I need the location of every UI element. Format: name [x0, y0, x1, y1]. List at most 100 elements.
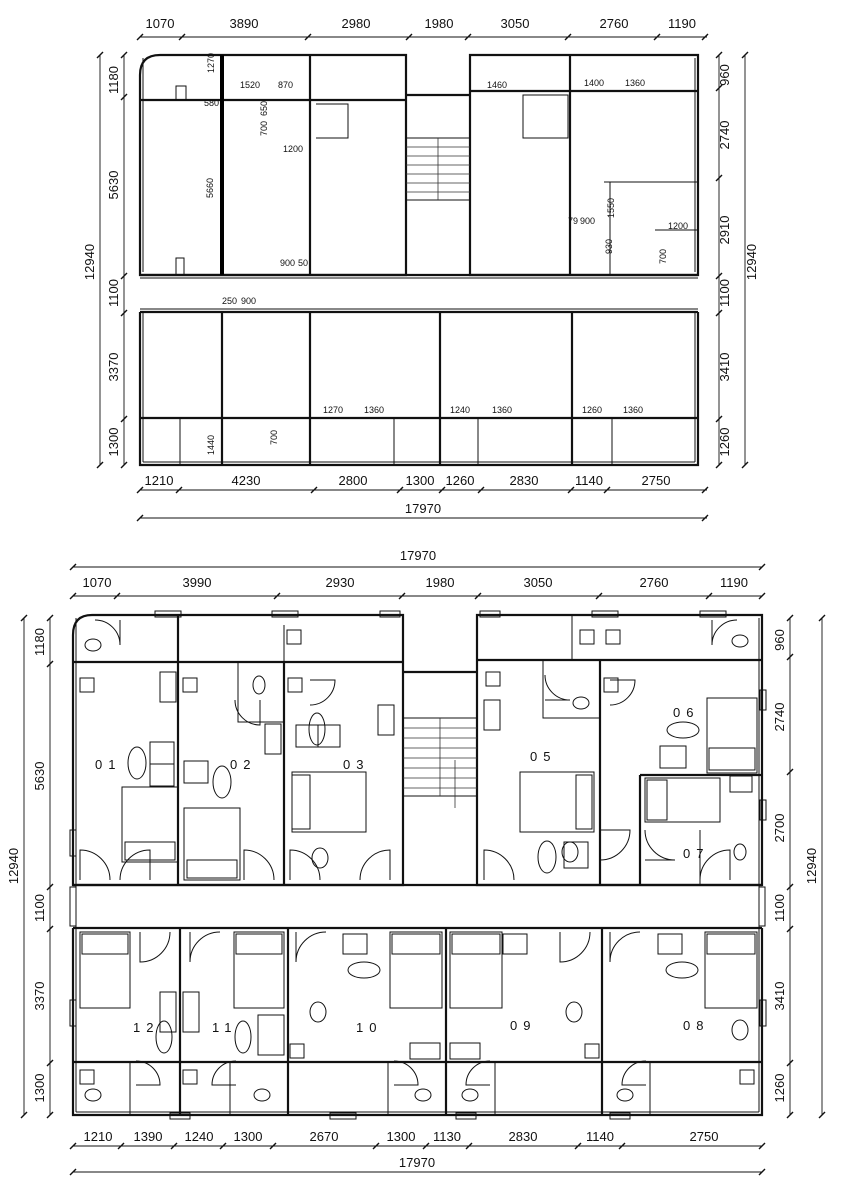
idim-20: 250: [222, 296, 237, 306]
left-dim-2: 5630: [106, 171, 121, 200]
left-dim-3: 1100: [106, 279, 121, 307]
idim-22: 1270: [323, 405, 343, 415]
right-total: 12940: [744, 244, 759, 280]
idim-3: 870: [278, 80, 293, 90]
idim-19: 700: [658, 249, 668, 264]
top-plan-right-ticks: [715, 51, 749, 469]
room-10-label: 10: [356, 1020, 382, 1035]
b-right-dim-1: 960: [772, 629, 787, 651]
room-01-label: 01: [95, 757, 121, 772]
idim-23: 1360: [364, 405, 384, 415]
idim-27: 1360: [623, 405, 643, 415]
b-top-total: 17970: [400, 548, 436, 563]
idim-16: 1550: [606, 198, 616, 218]
b-bottom-dim-5: 2670: [310, 1129, 339, 1144]
top-dim-5: 3050: [501, 16, 530, 31]
idim-17: 1200: [668, 221, 688, 231]
bottom-dim-6: 2830: [510, 473, 539, 488]
b-left-total: 12940: [6, 848, 21, 884]
b-right-dim-2: 2740: [772, 703, 787, 732]
b-bottom-total: 17970: [399, 1155, 435, 1170]
left-dim-5: 1300: [106, 428, 121, 457]
top-dim-2: 3890: [230, 16, 259, 31]
left-dim-4: 3370: [106, 353, 121, 382]
idim-26: 1260: [582, 405, 602, 415]
b-left-dim-4: 3370: [32, 982, 47, 1011]
bottom-dim-7: 1140: [575, 473, 603, 488]
bottom-dim-5: 1260: [446, 473, 475, 488]
bottom-plan-left-ticks: [20, 614, 54, 1119]
furniture: [69, 610, 767, 1120]
room-06-label: 06: [673, 705, 699, 720]
idim-7: 1200: [283, 144, 303, 154]
b-right-dim-3: 2700: [772, 814, 787, 843]
bottom-plan-top-ticks: [69, 592, 766, 600]
b-top-dim-6: 2760: [640, 575, 669, 590]
idim-4: 580: [204, 98, 219, 108]
b-top-dim-5: 3050: [524, 575, 553, 590]
idim-12: 1400: [584, 78, 604, 88]
top-dim-7: 1190: [668, 16, 696, 31]
right-dim-3: 2910: [717, 216, 732, 245]
idim-14: 79: [568, 216, 578, 226]
b-bottom-dim-4: 1300: [234, 1129, 263, 1144]
room-02-label: 02: [230, 757, 256, 772]
bottom-dim-8: 2750: [642, 473, 671, 488]
top-dim-4: 1980: [425, 16, 454, 31]
bottom-dim-1: 1210: [145, 473, 174, 488]
b-right-dim-6: 1260: [772, 1074, 787, 1103]
b-bottom-dim-9: 1140: [586, 1129, 614, 1144]
idim-21: 900: [241, 296, 256, 306]
room-11-label: 11: [212, 1020, 238, 1035]
bottom-dim-3: 2800: [339, 473, 368, 488]
idim-6: 700: [259, 121, 269, 136]
stair-top: [405, 137, 471, 201]
idim-2: 1520: [240, 80, 260, 90]
idim-24: 1240: [450, 405, 470, 415]
b-right-dim-5: 3410: [772, 982, 787, 1011]
b-bottom-dim-1: 1210: [84, 1129, 113, 1144]
idim-25: 1360: [492, 405, 512, 415]
b-left-dim-3: 1100: [32, 894, 47, 922]
b-bottom-dim-6: 1300: [387, 1129, 416, 1144]
b-bottom-dim-3: 1240: [185, 1129, 214, 1144]
b-left-dim-1: 1180: [32, 628, 47, 656]
bottom-total: 17970: [405, 501, 441, 516]
idim-5: 650: [259, 101, 269, 116]
b-bottom-dim-8: 2830: [509, 1129, 538, 1144]
b-bottom-dim-7: 1130: [433, 1129, 461, 1144]
idim-1: 1270: [206, 53, 216, 73]
top-plan-interior-dims: 1270 1520 870 580 650 700 1200 5660 900 …: [204, 53, 688, 455]
idim-29: 700: [269, 430, 279, 445]
b-right-dim-4: 1100: [772, 894, 787, 922]
b-top-dim-1: 1070: [83, 575, 112, 590]
right-dim-2: 2740: [717, 121, 732, 150]
b-bottom-dim-10: 2750: [690, 1129, 719, 1144]
b-left-dim-2: 5630: [32, 762, 47, 791]
right-dim-5: 3410: [717, 353, 732, 382]
top-plan-left-ticks: [96, 51, 128, 469]
b-top-dim-2: 3990: [183, 575, 212, 590]
top-dim-3: 2980: [342, 16, 371, 31]
idim-9: 900: [280, 258, 295, 268]
room-05-label: 05: [530, 749, 556, 764]
idim-13: 1360: [625, 78, 645, 88]
right-dim-4: 1100: [717, 279, 732, 307]
b-top-dim-3: 2930: [326, 575, 355, 590]
bottom-dim-2: 4230: [232, 473, 261, 488]
right-dim-1: 960: [717, 64, 732, 86]
b-right-total: 12940: [804, 848, 819, 884]
idim-11: 1460: [487, 80, 507, 90]
b-top-dim-4: 1980: [426, 575, 455, 590]
room-08-label: 08: [683, 1018, 709, 1033]
idim-28: 1440: [206, 435, 216, 455]
room-12-label: 12: [133, 1020, 159, 1035]
room-07-label: 07: [683, 846, 709, 861]
stair-bottom: [402, 717, 478, 808]
top-plan-bottom-ticks: [136, 486, 709, 522]
room-numbers: 01 02 03 05 06 07 08 09 10 11 12: [95, 705, 709, 1035]
idim-8: 5660: [205, 178, 215, 198]
room-03-label: 03: [343, 757, 369, 772]
top-plan: 1070 3890 2980 1980 3050 2760 1190 1180 …: [82, 16, 759, 522]
